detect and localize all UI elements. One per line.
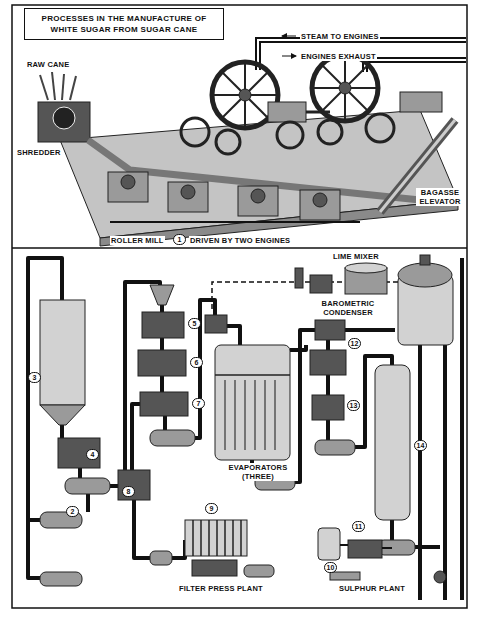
part-label: FILTER PRESS PLANT bbox=[178, 584, 264, 593]
callout-number: 6 bbox=[190, 357, 203, 368]
callout-number: 11 bbox=[352, 521, 365, 532]
callout-number: 5 bbox=[188, 318, 201, 329]
part-label: ENGINES EXHAUST bbox=[300, 52, 377, 61]
callout-number: 10 bbox=[324, 562, 337, 573]
part-label: EVAPORATORS (THREE) bbox=[218, 463, 298, 481]
part-label: SULPHUR PLANT bbox=[338, 584, 406, 593]
part-label: DRIVEN BY TWO ENGINES bbox=[189, 236, 291, 245]
callout-number: 8 bbox=[122, 486, 135, 497]
callout-number: 12 bbox=[348, 338, 361, 349]
callout-number: 3 bbox=[28, 372, 41, 383]
part-label: SHREDDER bbox=[16, 148, 62, 157]
part-label: BAGASSE ELEVATOR bbox=[416, 188, 464, 206]
part-label: RAW CANE bbox=[26, 60, 70, 69]
part-label: STEAM TO ENGINES bbox=[300, 32, 380, 41]
callout-number: 14 bbox=[414, 440, 427, 451]
part-label: LIME MIXER bbox=[332, 252, 380, 261]
callout-number: 2 bbox=[66, 506, 79, 517]
callout-number: 4 bbox=[86, 449, 99, 460]
title-box: PROCESSES IN THE MANUFACTURE OF WHITE SU… bbox=[24, 8, 224, 40]
callout-number: 9 bbox=[205, 503, 218, 514]
callout-number: 1 bbox=[173, 234, 186, 245]
part-label: ROLLER MILL bbox=[110, 236, 165, 245]
part-label: BAROMETRIC CONDENSER bbox=[318, 299, 378, 317]
callout-number: 7 bbox=[192, 398, 205, 409]
callout-number: 13 bbox=[347, 400, 360, 411]
diagram-title: PROCESSES IN THE MANUFACTURE OF WHITE SU… bbox=[42, 14, 207, 34]
